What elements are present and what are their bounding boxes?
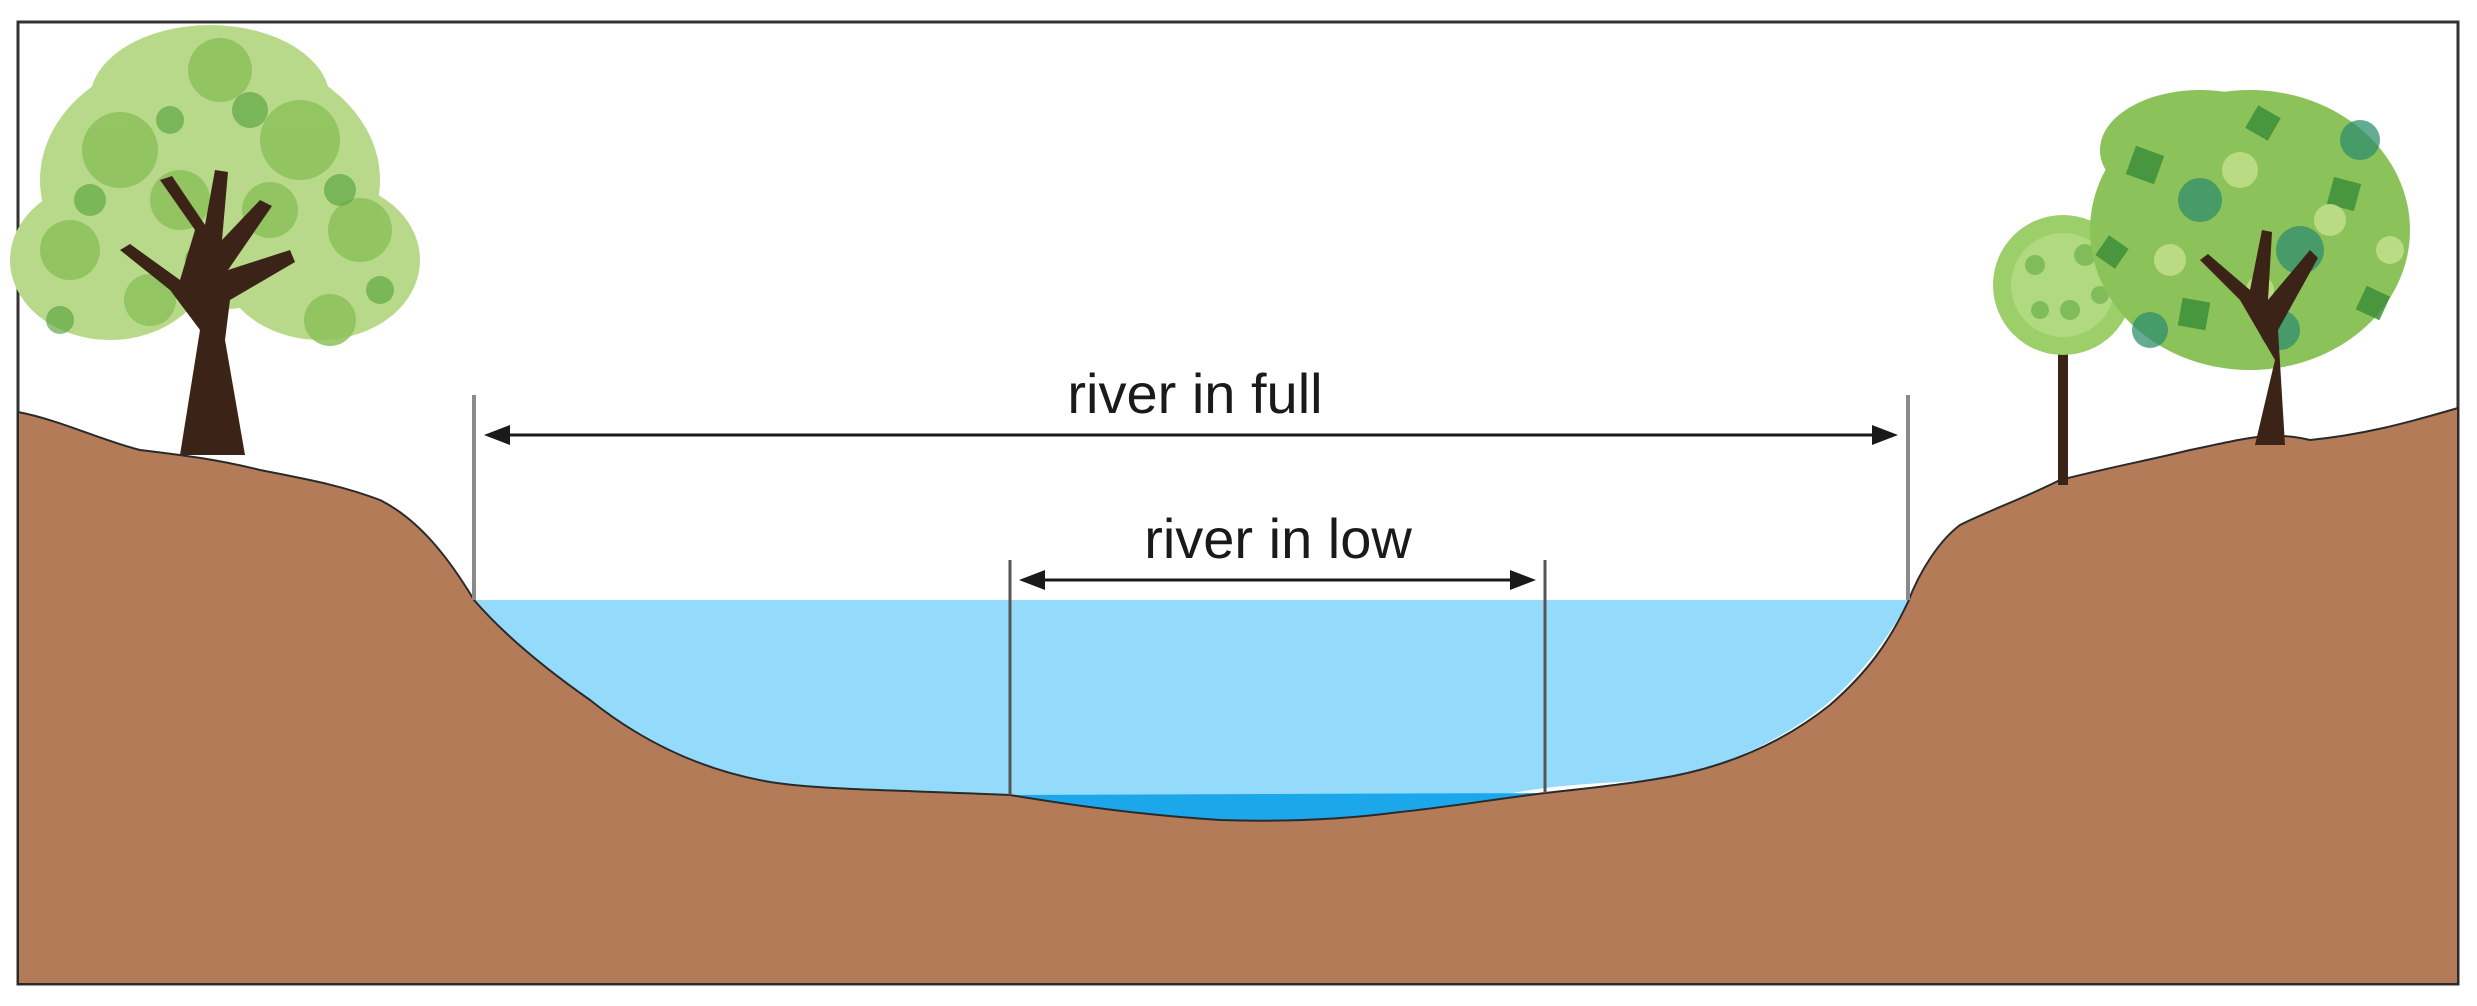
low-width-markers xyxy=(1008,560,1547,795)
right-big-tree-icon xyxy=(2090,90,2410,445)
label-river-in-low: river in low xyxy=(1144,507,1412,570)
low-width-arrow xyxy=(1019,570,1536,590)
water-low-level xyxy=(1010,793,1545,821)
label-river-in-full: river in full xyxy=(1067,362,1322,425)
water-full-level xyxy=(474,600,1908,809)
left-tree-icon xyxy=(10,25,420,455)
full-width-markers xyxy=(472,395,1910,600)
full-width-arrow xyxy=(484,425,1898,445)
